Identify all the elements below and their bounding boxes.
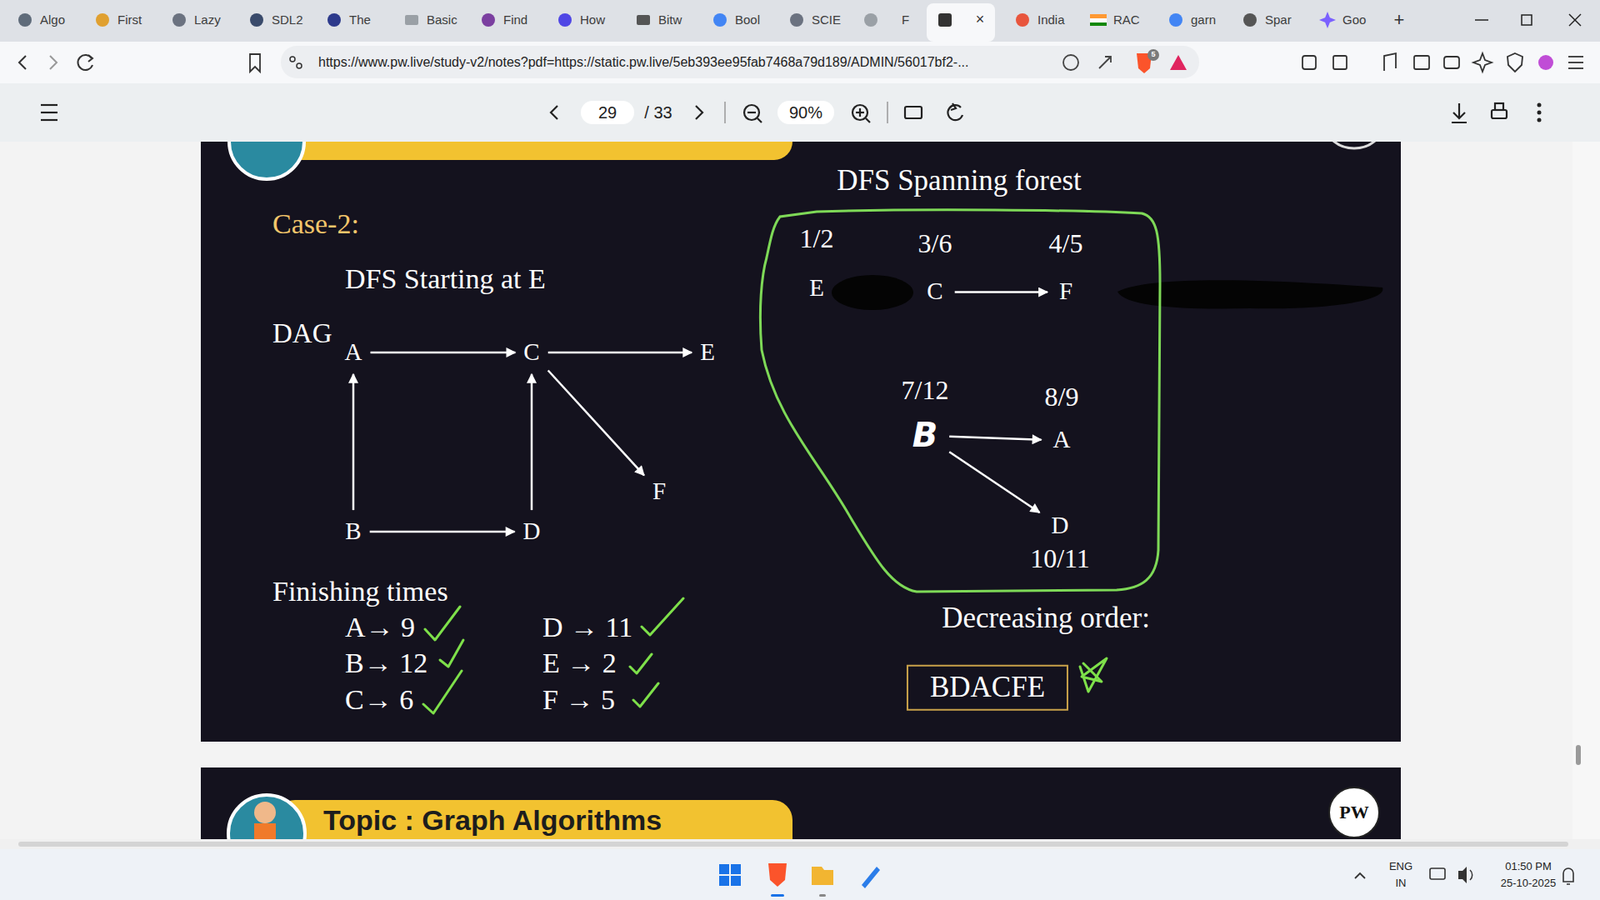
- vertex-label: F: [652, 478, 666, 505]
- tab-title: F: [901, 13, 910, 28]
- case-heading: Case-2:: [272, 208, 360, 240]
- finish-time: C→ 6: [345, 684, 414, 715]
- directed-edge: [370, 530, 515, 534]
- tab-close: ×: [975, 11, 985, 29]
- tab-title: Find: [503, 13, 528, 28]
- time-stamp: 4/5: [1049, 229, 1084, 259]
- subheading: DFS Starting at E: [345, 263, 546, 295]
- graph-vertex: 4/5F: [1049, 229, 1084, 305]
- graph-vertex: 3/6C: [918, 229, 953, 305]
- forest-heading: DFS Spanning forest: [836, 165, 1082, 198]
- tab-title: Bitw: [658, 13, 682, 28]
- tab-title: SDL2: [271, 13, 304, 28]
- time-stamp: 7/12: [901, 375, 950, 405]
- finish-time: F → 5: [542, 684, 615, 715]
- tab-title: Spar: [1265, 13, 1292, 28]
- vertex-label: C: [926, 279, 943, 306]
- section-heading: Finishing times: [272, 575, 449, 607]
- tray-text: IN: [1395, 877, 1407, 890]
- order-result: BDACFE: [930, 671, 1045, 705]
- directed-edge: [370, 351, 516, 355]
- graph-vertex: 7/12B: [901, 375, 950, 454]
- badge-count: 5: [1150, 50, 1155, 60]
- finish-time: A→ 9: [345, 611, 415, 643]
- tray-clock: 01:50 PM: [1505, 860, 1552, 873]
- graph-vertex: D 10/11: [1030, 512, 1090, 574]
- tab-title: How: [580, 13, 605, 28]
- page-number: 29: [598, 103, 617, 122]
- directed-edge: [955, 290, 1048, 294]
- finish-time: E → 2: [542, 647, 617, 679]
- vertex-label: F: [1059, 279, 1073, 306]
- vertex-label: D: [523, 518, 541, 545]
- finish-time: D → 11: [542, 611, 633, 643]
- directed-edge: [530, 374, 534, 510]
- tab-title: SCIE: [811, 13, 841, 28]
- zoom-level: 90%: [789, 103, 823, 122]
- tray-date: 25-10-2025: [1500, 877, 1557, 890]
- forest-outline-path: [760, 210, 1160, 592]
- order-heading: Decreasing order:: [941, 602, 1150, 635]
- tab-title: RAC: [1113, 13, 1140, 28]
- graph-vertex: C: [523, 339, 540, 366]
- vertex-label: E: [809, 275, 825, 303]
- graph-vertex: E: [700, 339, 715, 366]
- vertex-label: B: [345, 518, 361, 545]
- tab-title: Goo: [1342, 13, 1366, 28]
- graph-vertex: D: [523, 518, 541, 545]
- graph-vertex: 8/9A: [1045, 382, 1080, 454]
- tab-title: garn: [1190, 13, 1216, 28]
- slide-banner: Topic : Graph Algorithms: [323, 805, 662, 836]
- tab-title: First: [117, 13, 142, 28]
- vertex-label: E: [700, 339, 715, 366]
- directed-edge: [949, 436, 1041, 440]
- directed-edge: [352, 374, 355, 510]
- logo-text: PW: [1339, 802, 1369, 823]
- graph-vertex: F: [652, 478, 666, 505]
- graph-name: DAG: [272, 318, 333, 349]
- vertex-label: B: [912, 417, 939, 455]
- result-box: BDACFE: [906, 665, 1069, 711]
- address-url: https://www.pw.live/study-v2/notes?pdf=h…: [318, 55, 970, 70]
- time-stamp: 8/9: [1045, 382, 1080, 412]
- graph-vertex: B: [345, 518, 361, 545]
- tab-title: The: [349, 13, 371, 28]
- time-stamp: 10/11: [1030, 544, 1090, 574]
- forest-region: DFS Spanning forest1/2E 3/6C 4/5F 7/12B 8/9A…: [750, 158, 1167, 613]
- finish-time: B→ 12: [345, 647, 428, 679]
- new-tab-button: +: [1394, 10, 1405, 30]
- tab-title: Algo: [40, 13, 65, 28]
- tab-title: Lazy: [194, 13, 221, 28]
- vertex-label: A: [1053, 427, 1071, 455]
- graph-vertex: 1/2E: [800, 224, 835, 302]
- tab-title: Basic: [426, 13, 458, 28]
- page-total: / 33: [644, 103, 672, 122]
- directed-edge: [548, 351, 692, 355]
- time-stamp: 3/6: [918, 229, 953, 259]
- graph-vertex: A: [345, 339, 363, 366]
- vertex-label: A: [345, 339, 363, 366]
- time-stamp: 1/2: [800, 224, 835, 254]
- tab-title: Bool: [735, 13, 760, 28]
- directed-edge: [949, 451, 1040, 513]
- vertex-label: C: [523, 339, 540, 366]
- directed-edge: [548, 370, 645, 476]
- tray-text: ENG: [1389, 860, 1413, 873]
- tab-title: India: [1037, 13, 1065, 28]
- vertex-label: D: [1051, 512, 1070, 540]
